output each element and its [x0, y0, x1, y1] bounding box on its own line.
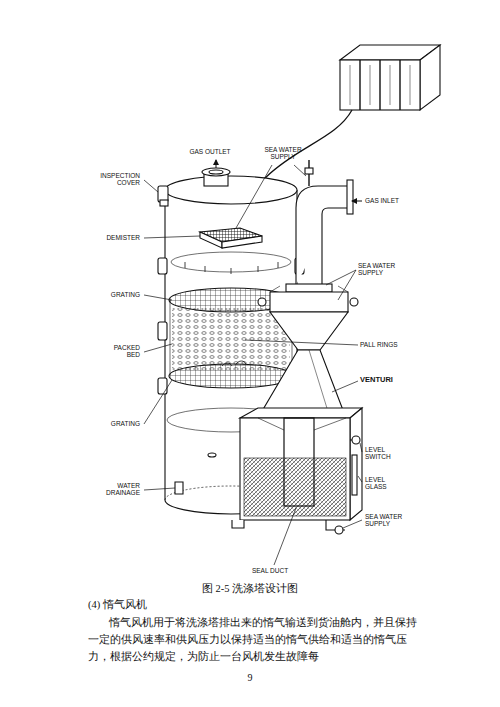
figure-caption: 图 2-5 洗涤塔设计图 — [202, 582, 298, 596]
part-label: LEVEL GLASS — [365, 476, 397, 491]
control-box — [340, 45, 440, 110]
part-label: SEA WATER SUPPLY — [358, 262, 400, 277]
page-number: 9 — [248, 672, 253, 683]
part-label: PACKED BED — [108, 344, 140, 359]
leader-lines — [144, 160, 362, 565]
part-label: WATER DRAINAGE — [96, 482, 140, 497]
part-label: GRATING — [111, 420, 140, 427]
part-label: LEVEL SWITCH — [365, 446, 397, 461]
part-label: SEA WATER SUPPLY — [262, 146, 304, 161]
part-label: PALL RINGS — [360, 341, 398, 348]
part-label: SEAL DUCT — [252, 567, 288, 574]
part-label: VENTURI — [360, 376, 393, 385]
part-label: GAS OUTLET — [189, 148, 230, 155]
venturi-assembly — [232, 160, 362, 534]
part-label: SEA WATER SUPPLY — [365, 513, 407, 528]
section-heading: (4) 惰气风机 — [88, 598, 147, 612]
part-label: DEMISTER — [106, 234, 140, 241]
body-paragraph: 惰气风机用于将洗涤塔排出来的惰气输送到货油舱内，并且保持一定的供风速率和供风压力… — [88, 614, 418, 665]
part-label: INSPECTION COVER — [96, 172, 140, 187]
part-label: GAS INLET — [365, 197, 399, 204]
part-label: GRATING — [111, 291, 140, 298]
